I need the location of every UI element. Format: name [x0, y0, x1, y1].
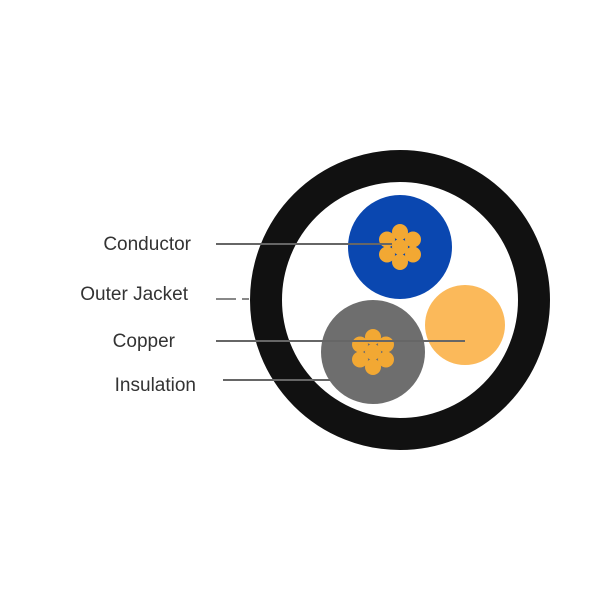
label-insulation: Insulation [115, 375, 196, 396]
label-copper: Copper [113, 331, 176, 352]
copper-strand [392, 224, 408, 240]
copper-strand [352, 351, 369, 368]
copper-strand [365, 359, 381, 375]
label-conductor: Conductor [103, 234, 191, 255]
copper-strand [404, 246, 421, 263]
label-outer-jacket: Outer Jacket [80, 284, 188, 305]
copper-filler [425, 285, 505, 365]
copper-strand [392, 254, 408, 270]
copper-strand [365, 344, 381, 360]
copper-strand [404, 231, 421, 248]
copper-strand [379, 246, 396, 263]
copper-strand [377, 351, 394, 368]
copper-strand [377, 336, 394, 353]
copper-strand [392, 239, 408, 255]
